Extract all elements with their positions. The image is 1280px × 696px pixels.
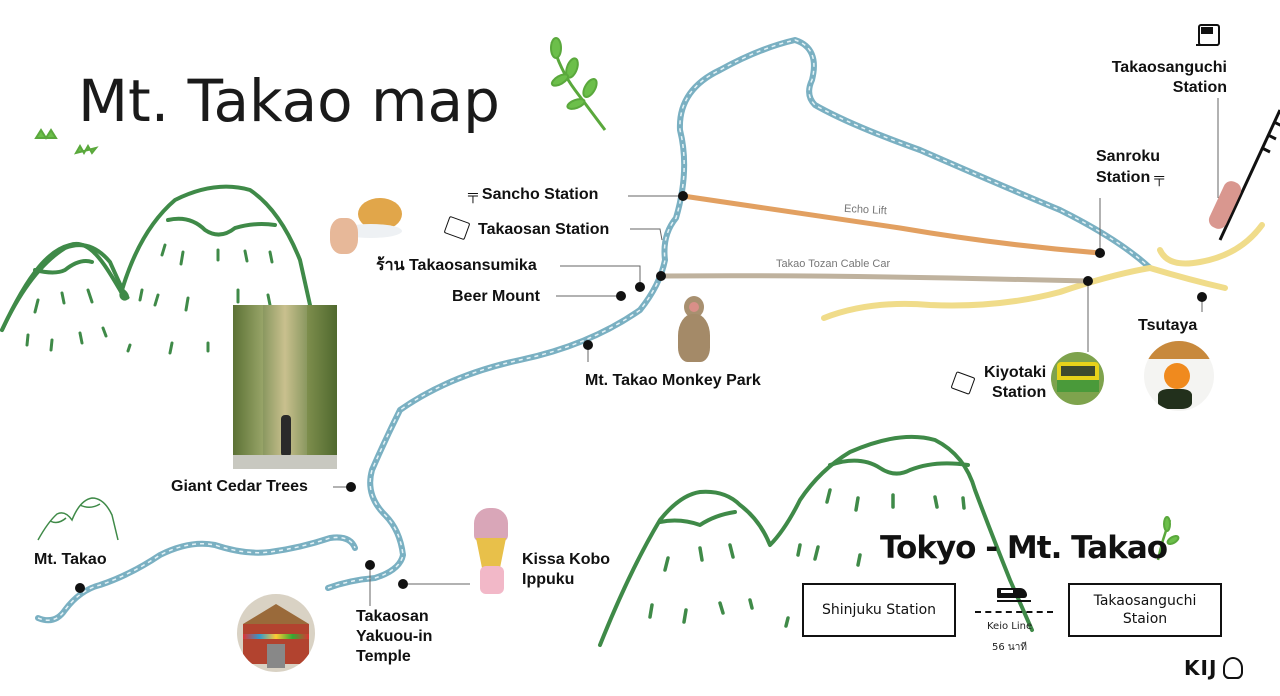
cable-car-route — [658, 273, 1091, 284]
giant-cedar-photo — [233, 305, 337, 469]
mountain-illustration-bottom — [598, 434, 1034, 647]
access-title: Tokyo - Mt. Takao — [880, 530, 1168, 566]
tsutaya-food-photo — [1144, 341, 1214, 411]
route-dashed-line — [975, 611, 1053, 613]
label-tsutaya[interactable]: Tsutaya — [1138, 317, 1198, 334]
cable-car-label: Takao Tozan Cable Car — [776, 258, 891, 270]
yakuouin-temple-photo — [237, 594, 315, 672]
label-mt-takao[interactable]: Mt. Takao — [34, 551, 107, 568]
echo-lift-route — [680, 193, 1103, 256]
echo-lift-label: Echo Lift — [843, 202, 888, 218]
label-sancho-station[interactable]: ╤Sancho Station — [468, 186, 599, 203]
label-giant-cedar-trees[interactable]: Giant Cedar Trees — [171, 478, 308, 495]
road — [821, 222, 1265, 321]
shinjuku-station-box: Shinjuku Station — [802, 583, 956, 637]
hiking-trail-dashes — [37, 39, 1151, 621]
express-train-icon — [997, 588, 1031, 602]
location-dots — [75, 191, 1207, 593]
label-monkey-park[interactable]: Mt. Takao Monkey Park — [585, 372, 761, 389]
leaf-decoration — [34, 37, 1180, 561]
line-name: Keio Line — [987, 621, 1033, 632]
cable-car-icon — [443, 215, 471, 241]
label-kiyotaki-station[interactable]: Kiyotaki Station — [984, 364, 1047, 401]
label-sanroku-station[interactable]: Sanroku Station╤ — [1096, 148, 1165, 186]
page-title: Mt. Takao map — [78, 67, 500, 135]
takaosanguchi-station-box: Takaosanguchi Staion — [1068, 583, 1222, 637]
railway-track — [1218, 109, 1280, 241]
travel-duration: 56 นาที — [992, 642, 1027, 653]
pastry-photo — [330, 198, 410, 258]
label-takaosansumika[interactable]: ร้าน Takaosansumika — [376, 257, 537, 274]
soft-serve-photo — [470, 508, 514, 596]
label-takaosanguchi-station[interactable]: Takaosanguchi Station — [1111, 59, 1227, 96]
label-takaosan-station[interactable]: Takaosan Station — [443, 215, 609, 241]
mascot-icon — [1223, 657, 1244, 679]
monkey-photo — [678, 296, 710, 364]
train-icon — [1196, 24, 1220, 48]
mountain-illustration-left — [0, 184, 312, 355]
chairlift-icon: ╤ — [468, 186, 478, 202]
leader-lines — [333, 98, 1219, 606]
label-kissa-kobo-ippuku[interactable]: Kissa Kobo Ippuku — [522, 551, 611, 588]
label-yakuouin-temple[interactable]: Takaosan Yakuou-in Temple — [356, 608, 433, 665]
kiyotaki-cable-car-photo — [1051, 352, 1104, 405]
chairlift-icon: ╤ — [1154, 169, 1165, 185]
label-beer-mount[interactable]: Beer Mount — [452, 288, 540, 305]
brand-logo: KIJ — [1184, 656, 1244, 680]
takaosanguchi-station-marker — [1208, 181, 1242, 229]
mt-takao-mini-icon — [37, 497, 119, 541]
